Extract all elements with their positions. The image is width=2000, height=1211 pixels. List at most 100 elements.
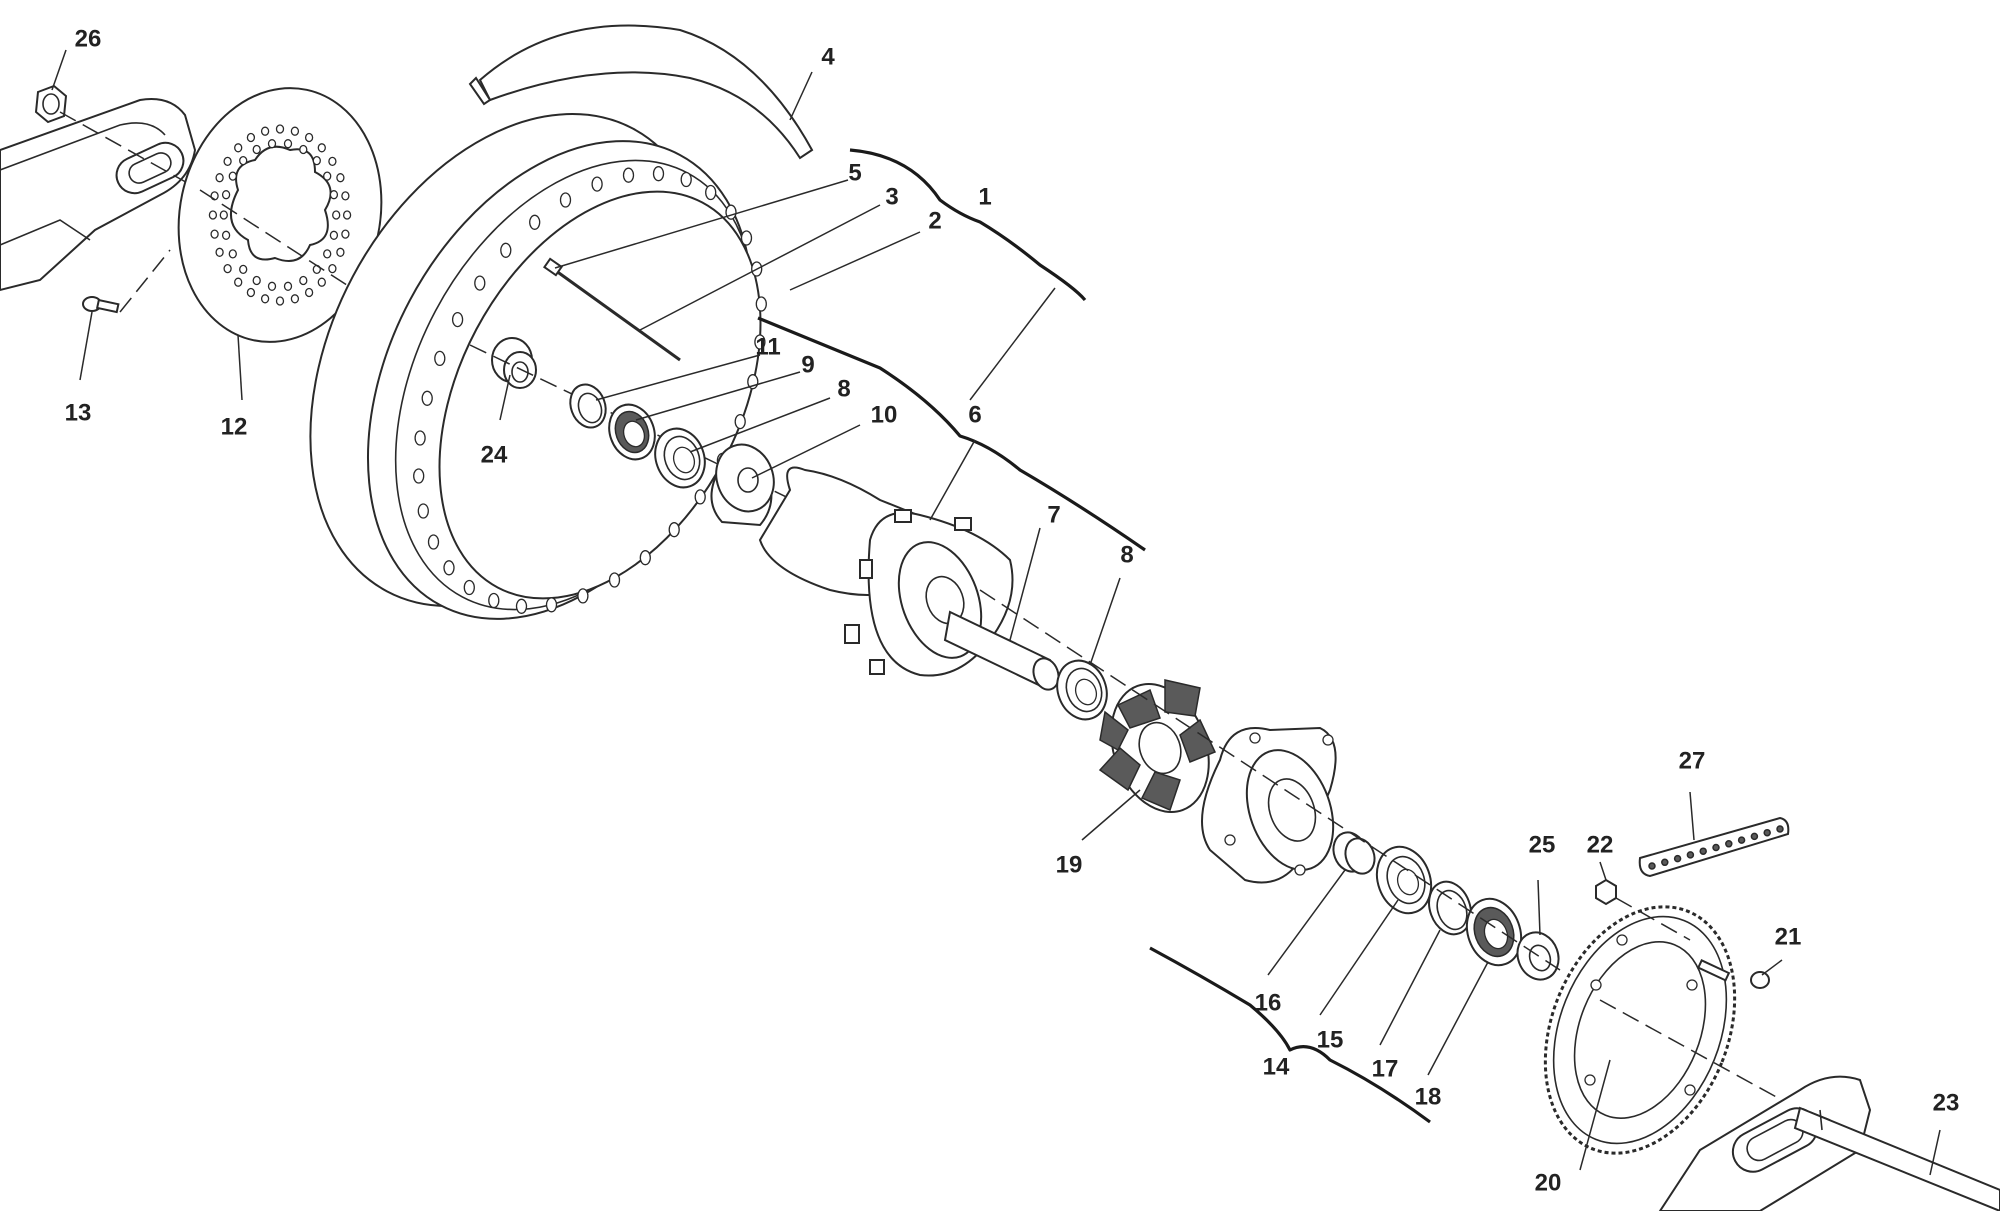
callout-6: 6 — [968, 401, 981, 428]
disc-hole — [304, 132, 314, 143]
callout-20: 20 — [1535, 1169, 1562, 1196]
chain-pin — [1737, 836, 1746, 844]
disc-hole — [275, 124, 285, 134]
bearing-15 — [1375, 845, 1433, 915]
rim-spoke-hole — [463, 579, 475, 596]
sprocket-carrier-14 — [1201, 726, 1337, 884]
callout-14: 14 — [1263, 1053, 1290, 1080]
rim-spoke-hole — [451, 311, 464, 328]
rim-spoke-hole — [434, 350, 446, 367]
bearing-8-left — [654, 427, 706, 489]
spacer-10 — [710, 443, 775, 527]
chain-pin — [1725, 840, 1733, 848]
disc-hole — [328, 263, 337, 274]
disc-hole — [290, 294, 300, 304]
callout-15: 15 — [1317, 1026, 1344, 1053]
disc-hole — [290, 126, 300, 136]
bracket-14 — [1149, 946, 1431, 1124]
disc-hole — [312, 155, 321, 166]
disc-hole — [267, 281, 277, 291]
circlip-11 — [569, 383, 607, 429]
chain-pin — [1673, 854, 1682, 863]
disc-hole — [239, 264, 248, 275]
rim-spoke-hole — [559, 192, 572, 208]
disc-hole — [342, 210, 352, 220]
rim-spoke-hole — [755, 296, 767, 312]
disc-hole — [219, 210, 228, 220]
disc-hole — [228, 171, 237, 181]
seal-9 — [608, 403, 656, 461]
chain-pin — [1648, 862, 1656, 870]
rim-spoke-hole — [591, 176, 603, 192]
rim-spoke-hole — [529, 214, 541, 230]
swingarm-left — [0, 98, 197, 292]
disc-hole — [208, 210, 218, 220]
disc-hole — [252, 275, 261, 286]
callout-7: 7 — [1047, 501, 1060, 528]
chain-pin — [1661, 858, 1669, 867]
bearing-8-right — [1056, 659, 1108, 721]
valve-3-5 — [543, 257, 681, 362]
chain-27 — [1638, 816, 1790, 878]
callout-11: 11 — [755, 333, 780, 360]
callout-23: 23 — [1933, 1089, 1960, 1116]
callout-25: 25 — [1529, 831, 1556, 858]
callout-1: 1 — [978, 183, 991, 210]
cush-drive-rubbers-19 — [1098, 679, 1217, 813]
callout-2: 2 — [928, 207, 941, 234]
disc-hole — [260, 294, 270, 304]
disc-hole — [215, 247, 224, 257]
bracket-1 — [849, 148, 1087, 302]
disc-hole — [304, 287, 314, 298]
callout-19: 19 — [1056, 851, 1083, 878]
disc-hole — [317, 143, 326, 153]
disc-hole — [283, 139, 293, 149]
tube-spacer-7 — [943, 610, 1060, 691]
disc-hole — [260, 126, 270, 136]
rim-spoke-hole — [500, 242, 512, 258]
callout-21: 21 — [1775, 923, 1802, 950]
rim-spoke-hole — [488, 592, 500, 609]
chain-pin — [1776, 825, 1784, 833]
disc-hole — [317, 277, 326, 287]
callout-27: 27 — [1679, 747, 1706, 774]
disc-hole — [234, 143, 243, 153]
chain-pin — [1712, 843, 1720, 852]
rim-spoke-hole — [443, 560, 455, 576]
callout-16: 16 — [1255, 989, 1282, 1016]
disc-hole — [234, 277, 243, 287]
disc-hole — [332, 210, 341, 220]
callout-8a: 8 — [837, 375, 850, 402]
brake-disc-12 — [177, 87, 383, 343]
rim-tape-4 — [468, 24, 814, 160]
callout-18: 18 — [1415, 1083, 1442, 1110]
disc-hole — [223, 263, 232, 274]
disc-hole — [323, 171, 332, 181]
bolt-21 — [1696, 959, 1770, 989]
disc-hole — [341, 191, 350, 201]
disc-hole — [210, 229, 219, 239]
disc-hole — [336, 173, 345, 183]
disc-hole — [246, 287, 256, 298]
disc-hole — [215, 173, 224, 183]
sprocket-20 — [1543, 905, 1801, 1155]
rim-spoke-hole — [652, 166, 665, 182]
callout-8b: 8 — [1120, 541, 1133, 568]
callout-labels: 1 2 3 4 5 6 7 8 8 9 10 11 12 13 14 15 16… — [65, 25, 1960, 1196]
disc-hole — [239, 155, 248, 166]
callout-9: 9 — [801, 351, 814, 378]
disc-hole — [246, 132, 256, 143]
rim-spoke-hole — [421, 390, 433, 406]
disc-hole — [323, 249, 332, 259]
disc-hole — [283, 281, 293, 291]
rim-spoke-hole — [668, 522, 680, 538]
disc-hole — [336, 247, 345, 257]
rim-spoke-hole — [725, 204, 737, 220]
rim-spoke-hole — [545, 597, 558, 613]
rim-spoke-hole — [413, 468, 425, 484]
rim-spoke-hole — [740, 230, 753, 246]
rim-spoke-hole — [754, 334, 766, 350]
rim-spoke-hole — [680, 171, 692, 188]
rim-spoke-hole — [427, 534, 440, 550]
